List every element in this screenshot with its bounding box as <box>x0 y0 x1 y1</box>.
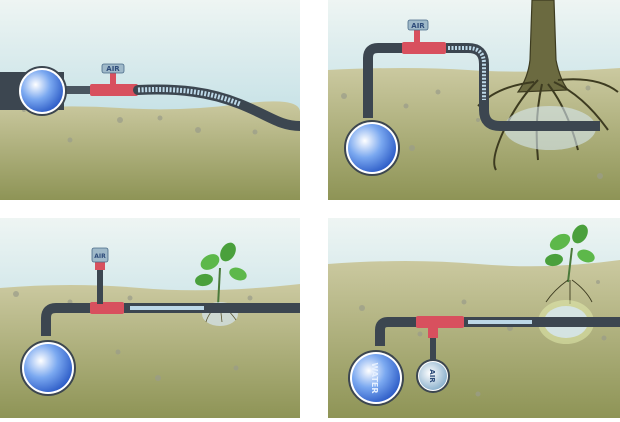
plant <box>545 224 595 283</box>
stones <box>13 291 253 381</box>
water-source-icon <box>348 124 396 172</box>
main-pipe <box>375 317 420 346</box>
water-label: WATER <box>370 362 379 393</box>
panel-tree-illustration: AIR <box>328 0 620 200</box>
stones <box>359 280 607 397</box>
panel-tree-root-line: AIR <box>328 0 620 200</box>
air-bubbles <box>130 306 204 310</box>
valve <box>416 316 464 338</box>
main-pipe <box>41 303 92 336</box>
plant-roots <box>545 279 593 304</box>
water-source-icon <box>24 344 72 392</box>
soil <box>328 68 620 200</box>
air-label: AIR <box>94 253 106 260</box>
air-valve: AIR <box>90 63 138 96</box>
drip-line <box>464 317 620 327</box>
water-source-icon <box>352 354 400 402</box>
air-source-icon <box>419 362 447 390</box>
water-source-icon <box>21 70 63 112</box>
panel-plant-illustration: AIR <box>0 218 300 418</box>
soil <box>0 101 300 200</box>
plant <box>195 242 247 307</box>
drip-line <box>124 303 300 313</box>
panel-surface-line: AIR <box>0 0 300 200</box>
air-pipe <box>430 336 436 360</box>
main-pipe <box>363 43 420 118</box>
air-label: AIR <box>106 65 120 73</box>
panel-underground-line: WATER AIR <box>328 218 620 418</box>
air-valve: AIR <box>90 247 124 314</box>
panel-underground-illustration: WATER AIR <box>328 218 620 418</box>
air-bubbles <box>468 320 532 324</box>
air-label: AIR <box>411 22 425 30</box>
air-valve: AIR <box>402 19 446 54</box>
panel-plant-line: AIR <box>0 218 300 418</box>
air-source-label: AIR <box>428 369 436 383</box>
air-bubbles <box>448 46 486 100</box>
panel-surface-illustration: AIR <box>0 0 300 200</box>
